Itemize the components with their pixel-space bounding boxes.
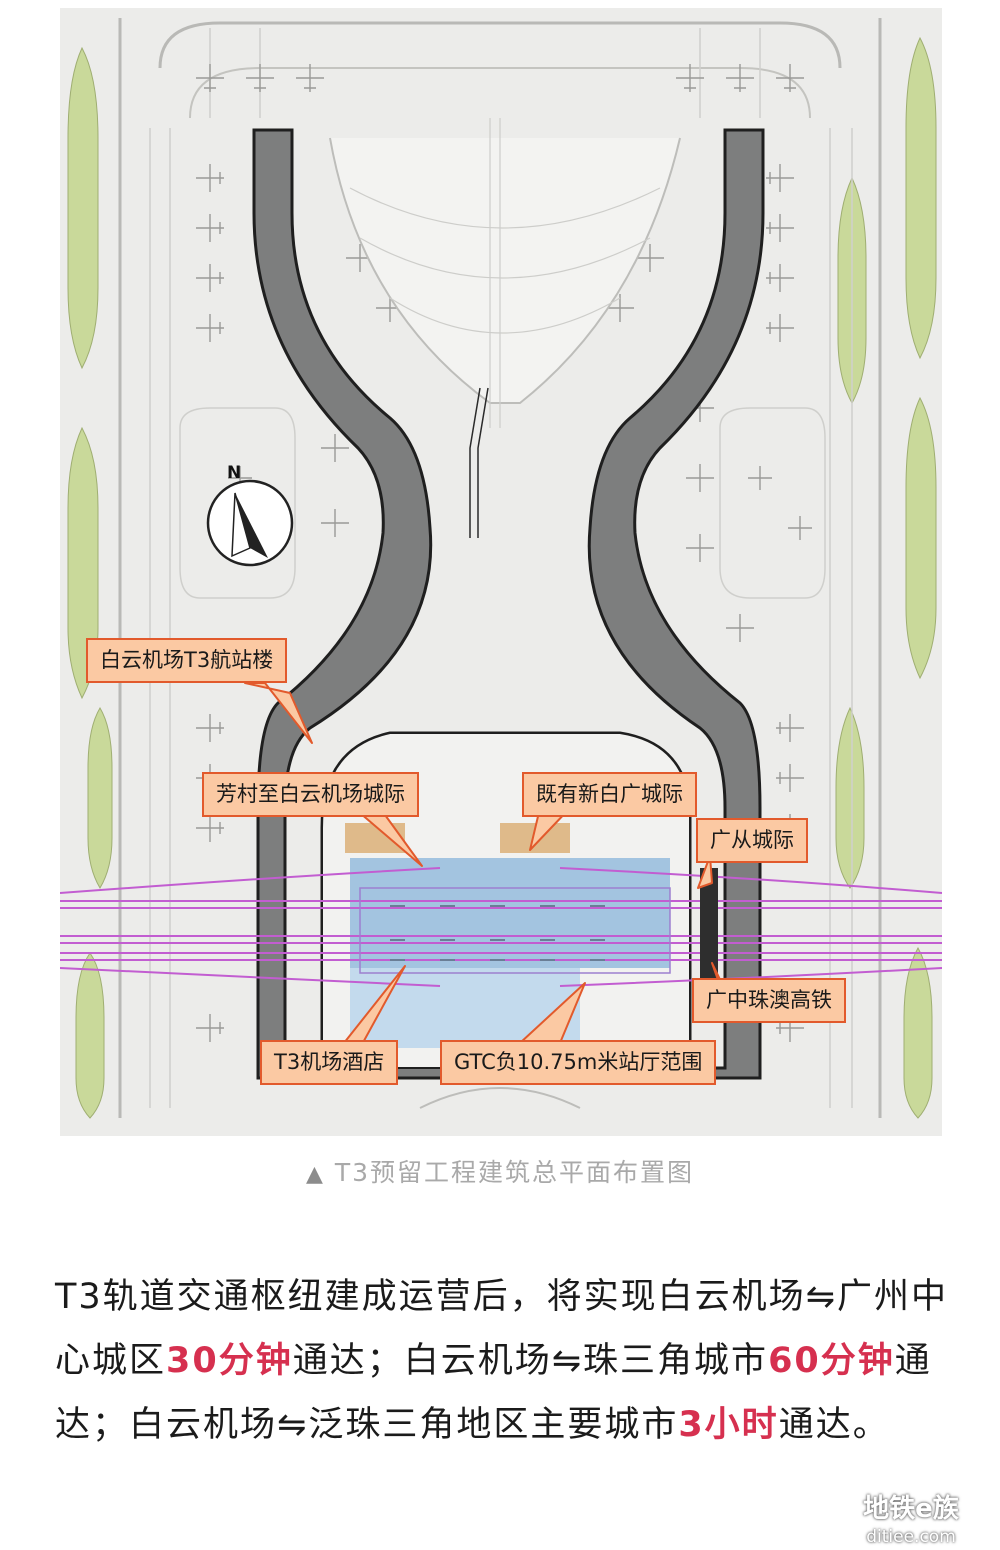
site-plan-drawing: [59, 18, 943, 1119]
watermark-name: 地铁e族: [863, 1494, 959, 1524]
article-text-1: T3轨道交通枢纽建成运营后，将实现白云机场⇋广州中心城区: [55, 1277, 948, 1381]
label-gtc-hall: GTC负10.75m米站厅范围: [440, 1040, 717, 1085]
site-watermark: 地铁e族 ditiee.com: [836, 1488, 986, 1547]
label-guangcong-intercity: 广从城际: [696, 818, 808, 863]
label-fangcun-intercity: 芳村至白云机场城际: [202, 772, 419, 817]
label-baiguang-intercity: 既有新白广城际: [522, 772, 697, 817]
label-gzzm-hsr: 广中珠澳高铁: [692, 978, 846, 1023]
station-hall-area: [350, 858, 670, 968]
highlight-3hours: 3小时: [678, 1405, 779, 1445]
figure-caption: ▲ T3预留工程建筑总平面布置图: [0, 1153, 1000, 1189]
watermark-url: ditiee.com: [866, 1527, 956, 1547]
label-terminal: 白云机场T3航站楼: [86, 638, 288, 683]
article-text-3: 通达；白云机场⇋泛珠三角地区主要城市: [55, 1341, 932, 1445]
green-belts-right: [835, 36, 937, 1119]
label-t3-hotel: T3机场酒店: [260, 1040, 399, 1085]
caption-text: T3预留工程建筑总平面布置图: [334, 1158, 695, 1187]
article-text-2: 通达；白云机场⇋珠三角城市: [292, 1341, 769, 1381]
north-compass-icon: [206, 479, 294, 567]
article-paragraph: T3轨道交通枢纽建成运营后，将实现白云机场⇋广州中心城区30分钟通达；白云机场⇋…: [55, 1265, 965, 1457]
site-plan-diagram: 白云机场T3航站楼 芳村至白云机场城际 既有新白广城际 广从城际 广中珠澳高铁 …: [59, 8, 943, 1136]
article-text-4: 通达。: [778, 1405, 890, 1445]
compass-north-letter: N: [227, 463, 242, 483]
caption-triangle-icon: ▲: [305, 1162, 325, 1187]
green-belts-left: [67, 46, 113, 1119]
highlight-30min: 30分钟: [166, 1341, 293, 1381]
platform-marks: [390, 905, 605, 961]
highlight-60min: 60分钟: [768, 1341, 895, 1381]
